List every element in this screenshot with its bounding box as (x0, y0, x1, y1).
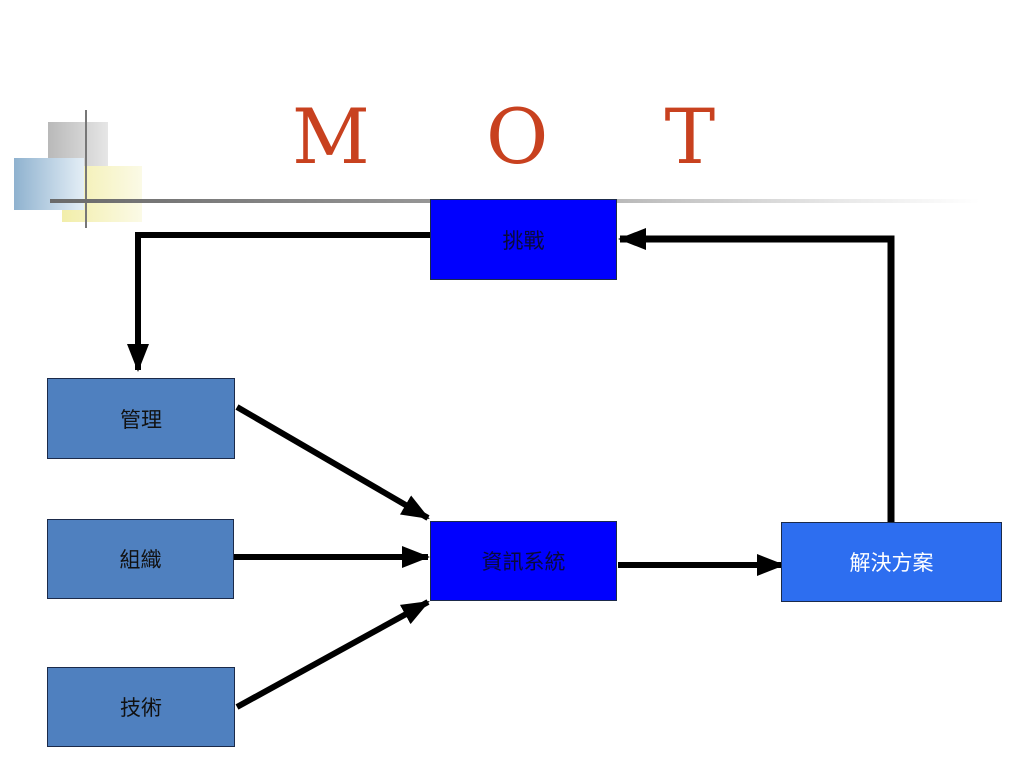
decorative-vertical-line (85, 110, 87, 228)
arrow-technology-to-information-system (235, 599, 430, 710)
node-challenge: 挑戰 (430, 199, 617, 280)
arrow-challenge-to-management (127, 232, 430, 372)
slide-title: M O T (292, 92, 762, 181)
arrow-management-to-information-system (235, 404, 430, 521)
node-information-system: 資訊系統 (430, 521, 617, 601)
arrow-solution-to-challenge (618, 228, 895, 522)
node-organization: 組織 (47, 519, 234, 599)
node-solution: 解決方案 (781, 522, 1002, 602)
node-technology: 技術 (47, 667, 235, 747)
node-management: 管理 (47, 378, 235, 459)
